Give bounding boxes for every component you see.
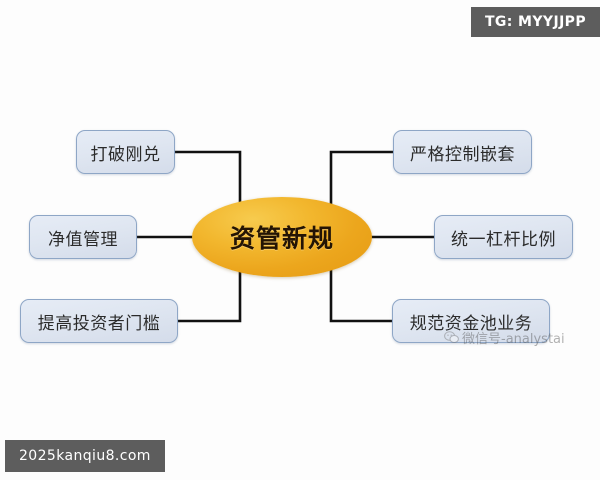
center-node-label: 资管新规 (229, 224, 334, 253)
telegram-banner-text: TG: MYYJJPP (484, 14, 586, 30)
node-label: 提高投资者门槛 (37, 313, 161, 334)
node-label: 规范资金池业务 (409, 313, 533, 334)
node-break-rigid-redemption[interactable]: 打破刚兑 (76, 130, 175, 174)
connector-r3 (329, 267, 394, 323)
node-label: 净值管理 (48, 229, 118, 250)
connector-l1 (173, 150, 242, 207)
node-label: 打破刚兑 (90, 144, 161, 165)
connector-l3 (176, 267, 242, 323)
site-banner-text: 2025kanqiu8.com (19, 448, 151, 464)
node-unified-leverage-ratio[interactable]: 统一杠杆比例 (434, 215, 573, 259)
center-node[interactable]: 资管新规 (192, 197, 372, 277)
node-net-value-management[interactable]: 净值管理 (29, 215, 137, 259)
node-label: 统一杠杆比例 (451, 229, 556, 250)
site-banner: 2025kanqiu8.com (5, 440, 165, 472)
connector-r1 (329, 150, 395, 207)
node-raise-investor-threshold[interactable]: 提高投资者门槛 (20, 299, 178, 343)
node-strict-nesting-control[interactable]: 严格控制嵌套 (393, 130, 532, 174)
node-label: 严格控制嵌套 (410, 144, 515, 165)
telegram-banner: TG: MYYJJPP (470, 7, 600, 37)
node-standardize-capital-pool[interactable]: 规范资金池业务 (392, 299, 550, 343)
